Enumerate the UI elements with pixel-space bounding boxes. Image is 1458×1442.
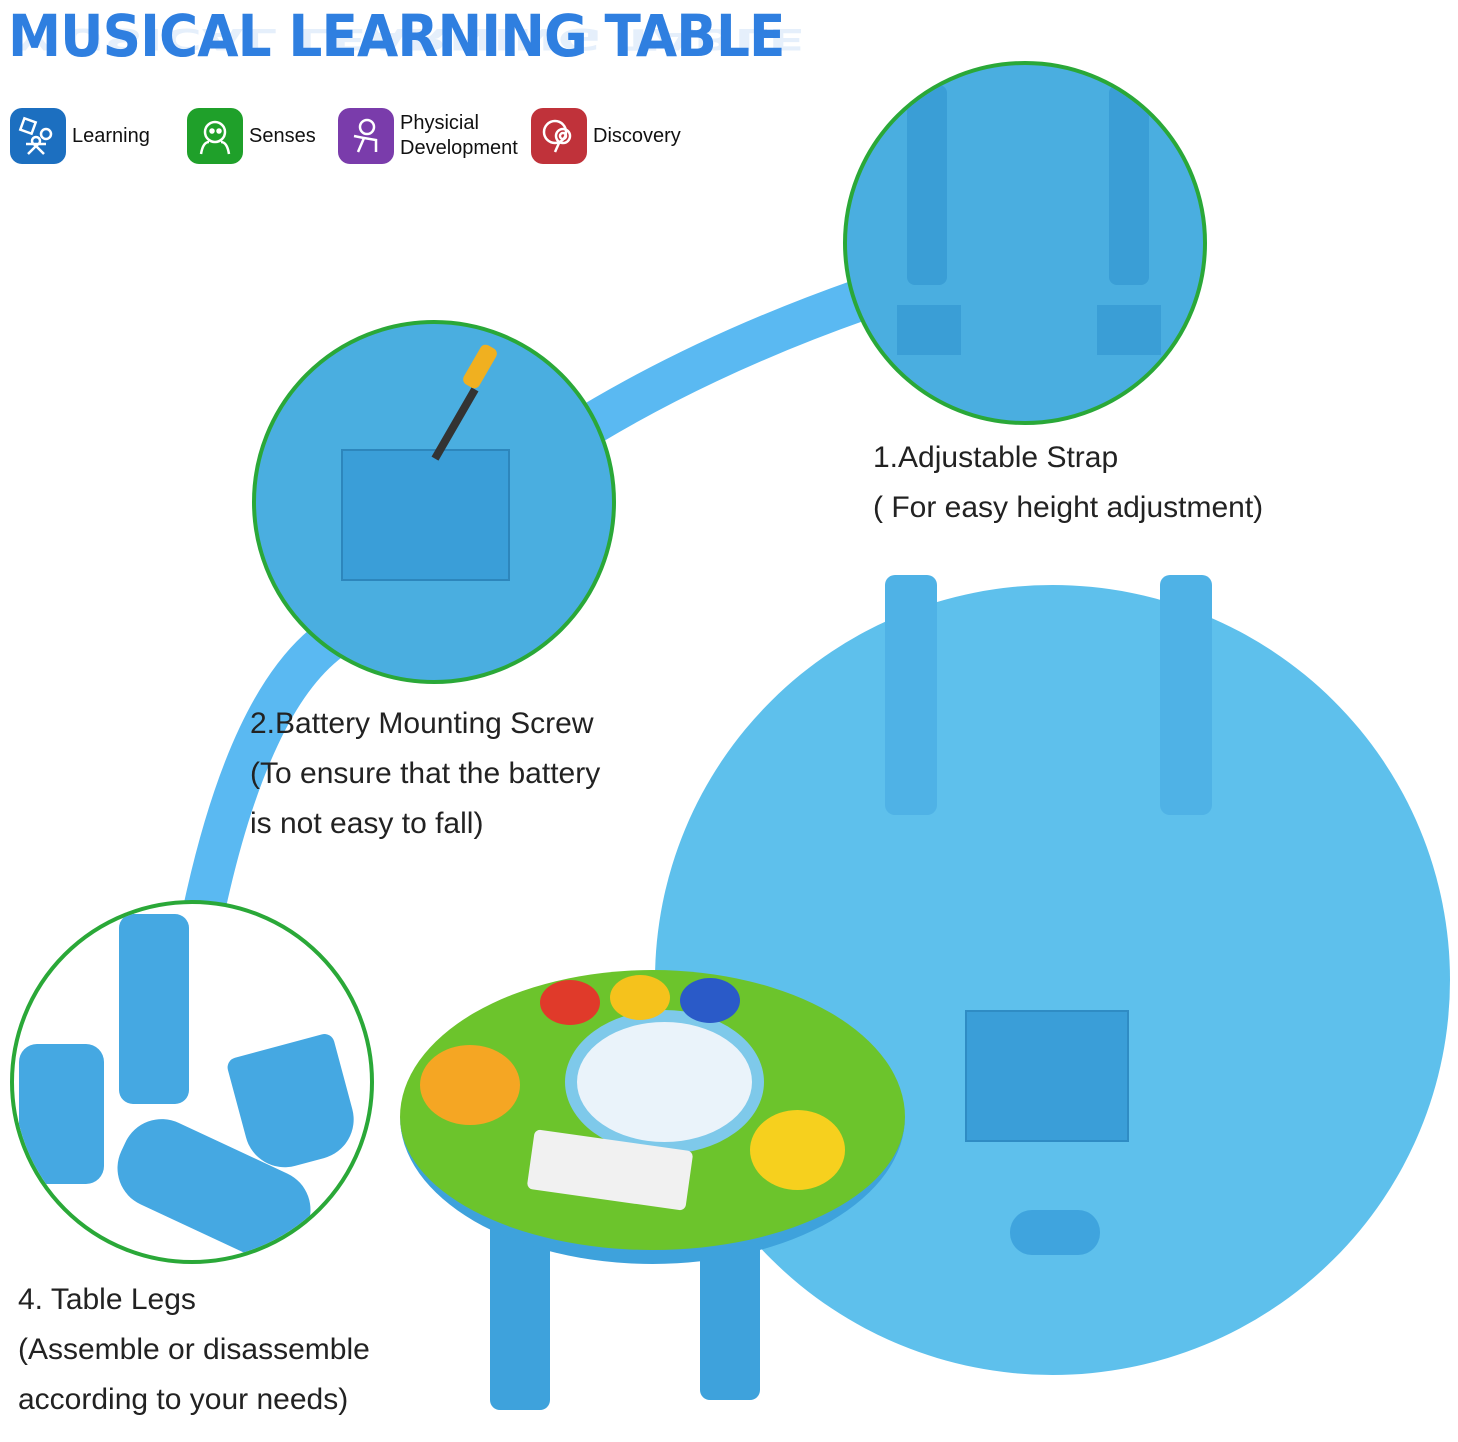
strap-closeup-image — [843, 61, 1207, 425]
table-legs-closeup-image — [10, 900, 374, 1264]
feature-title: 4. Table Legs — [18, 1283, 196, 1316]
toy-table-image — [400, 970, 905, 1410]
battery-cover — [965, 1010, 1129, 1142]
badge-label: Learning — [72, 124, 150, 147]
badge-physical-development: Physicial Development — [338, 108, 525, 164]
feature-2: 2.Battery Mounting Screw (To ensure that… — [250, 699, 600, 849]
badge-discovery: Discovery — [531, 108, 681, 164]
feature-line: (To ensure that the battery — [250, 757, 601, 790]
physical-development-icon — [338, 108, 394, 164]
feature-title: 2.Battery Mounting Screw — [250, 707, 594, 740]
badge-label: Senses — [249, 124, 316, 147]
badge-label: Physicial Development — [400, 112, 518, 159]
senses-icon — [187, 108, 243, 164]
discovery-icon — [531, 108, 587, 164]
badge-senses: Senses — [187, 108, 316, 164]
feature-4: 4. Table Legs (Assemble or disassemble a… — [18, 1275, 370, 1425]
feature-line: ( For easy height adjustment) — [873, 491, 1264, 524]
strap-right — [1160, 575, 1212, 815]
learning-icon — [10, 108, 66, 164]
feature-title: 1.Adjustable Strap — [873, 441, 1119, 474]
battery-screw-closeup-image — [252, 320, 616, 684]
handle — [1010, 1210, 1100, 1255]
feature-line: (Assemble or disassemble — [18, 1333, 370, 1366]
feature-line: is not easy to fall) — [250, 807, 484, 840]
badge-label: Discovery — [593, 124, 681, 147]
strap-left — [885, 575, 937, 815]
feature-1: 1.Adjustable Strap ( For easy height adj… — [873, 433, 1263, 533]
badge-learning: Learning — [10, 108, 150, 164]
table-underside-image — [655, 575, 1450, 1375]
page-title: MUSICAL LEARNING TABLE — [8, 2, 785, 70]
feature-line: according to your needs) — [18, 1383, 349, 1416]
